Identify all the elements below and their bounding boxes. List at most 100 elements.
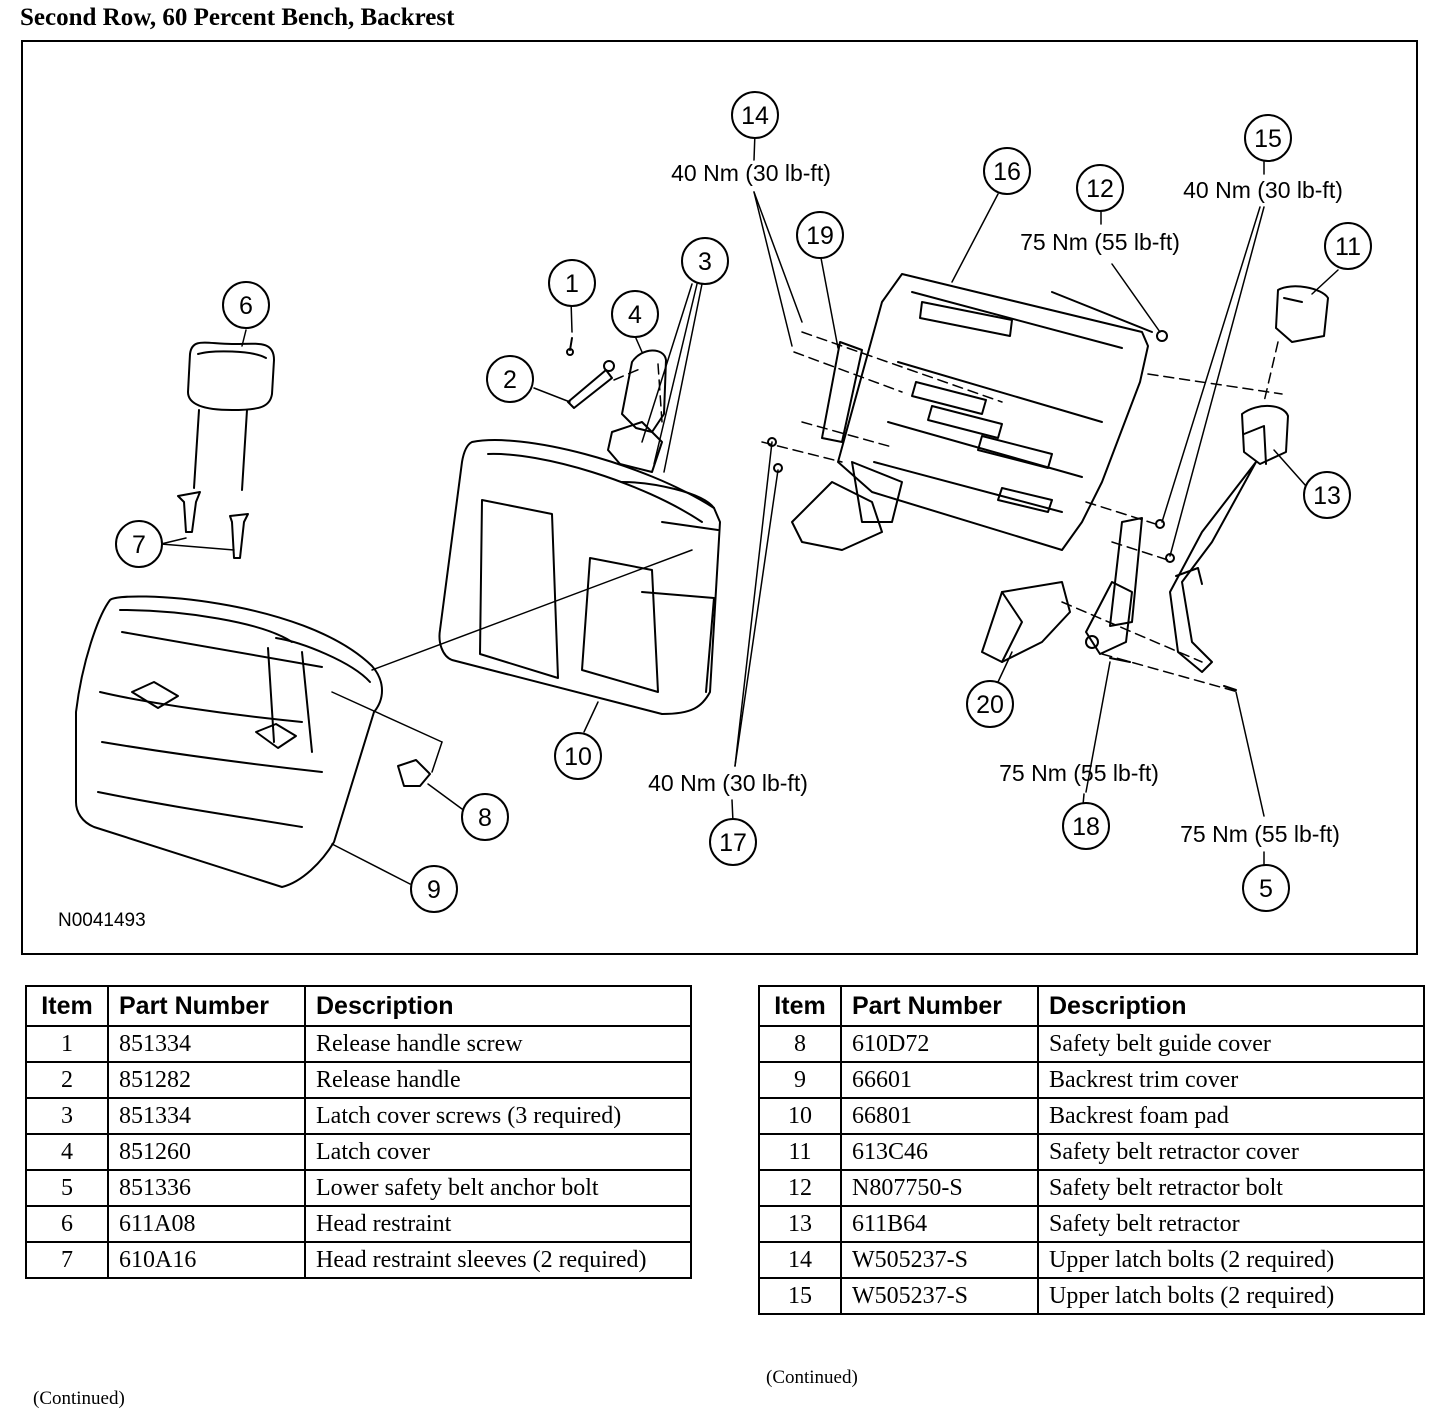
callout-number: 11 [1335, 233, 1361, 261]
belt-guide-cover-drawing [397, 759, 431, 787]
page-title: Second Row, 60 Percent Bench, Backrest [20, 4, 455, 31]
callout-2: 2 [486, 355, 534, 403]
part-number-cell: 851336 [107, 1169, 306, 1207]
callout-4: 4 [611, 290, 659, 338]
description-cell: Latch cover [304, 1133, 692, 1171]
item-number-cell: 8 [758, 1025, 842, 1063]
part-number-cell: 613C46 [840, 1133, 1039, 1171]
description-cell: Safety belt retractor cover [1037, 1133, 1425, 1171]
callout-number: 8 [478, 804, 492, 832]
description-cell: Upper latch bolts (2 required) [1037, 1241, 1425, 1279]
part-number-cell: 610A16 [107, 1241, 306, 1279]
callout-number: 7 [132, 531, 146, 559]
torque-group: 40 Nm (30 lb-ft)40 Nm (30 lb-ft)75 Nm (5… [648, 160, 1343, 847]
continued-note: (Continued) [766, 1367, 858, 1388]
latch-cover-drawing [607, 349, 667, 473]
item-number-cell: 1 [25, 1025, 109, 1063]
callout-number: 19 [806, 222, 834, 250]
item-number-cell: 11 [758, 1133, 842, 1171]
callout-17: 17 [709, 818, 757, 866]
part-number-cell: N807750-S [840, 1169, 1039, 1207]
part-number-cell: 611A08 [107, 1205, 306, 1243]
description-cell: Backrest foam pad [1037, 1097, 1425, 1135]
callout-16: 16 [983, 147, 1031, 195]
callout-9: 9 [410, 865, 458, 913]
part-number-cell: 851334 [107, 1025, 306, 1063]
item-number-cell: 7 [25, 1241, 109, 1279]
retractor-cover-drawing [1275, 285, 1329, 343]
callout-number: 16 [993, 158, 1021, 186]
callout-number: 17 [719, 829, 747, 857]
column-header-item: Item [758, 985, 842, 1027]
callout-number: 3 [698, 248, 712, 276]
description-cell: Safety belt retractor bolt [1037, 1169, 1425, 1207]
description-cell: Safety belt retractor [1037, 1205, 1425, 1243]
hinge-drawing [1085, 581, 1133, 655]
item-number-cell: 4 [25, 1133, 109, 1171]
torque-label: 75 Nm (55 lb-ft) [1020, 229, 1180, 255]
callout-number: 13 [1313, 482, 1341, 510]
lower-bracket-drawing [981, 581, 1071, 663]
callout-15: 15 [1244, 114, 1292, 162]
callout-number: 12 [1086, 175, 1114, 203]
callout-6: 6 [222, 281, 270, 329]
column-header-description: Description [1037, 985, 1425, 1027]
part-number-cell: 851334 [107, 1097, 306, 1135]
description-cell: Head restraint sleeves (2 required) [304, 1241, 692, 1279]
description-cell: Safety belt guide cover [1037, 1025, 1425, 1063]
assembly-paths [613, 331, 1283, 693]
item-number-cell: 2 [25, 1061, 109, 1099]
part-number-cell: 66801 [840, 1097, 1039, 1135]
column-header-part-number: Part Number [107, 985, 306, 1027]
backrest-frame-drawing [791, 273, 1153, 627]
callout-number: 6 [239, 292, 253, 320]
leader-lines [160, 131, 1339, 885]
part-number-cell: W505237-S [840, 1277, 1039, 1315]
callout-number: 14 [741, 102, 769, 130]
column-header-part-number: Part Number [840, 985, 1039, 1027]
callout-19: 19 [796, 211, 844, 259]
part-number-cell: 851282 [107, 1061, 306, 1099]
description-cell: Upper latch bolts (2 required) [1037, 1277, 1425, 1315]
item-number-cell: 5 [25, 1169, 109, 1207]
torque-label: 40 Nm (30 lb-ft) [1183, 177, 1343, 203]
callout-11: 11 [1324, 222, 1372, 270]
callout-number: 20 [976, 691, 1004, 719]
callout-number: 18 [1072, 813, 1100, 841]
callout-12: 12 [1076, 164, 1124, 212]
continued-note: (Continued) [33, 1388, 125, 1409]
table-header-row: Item Part Number Description [758, 985, 1425, 1027]
backrest-foam-pad-drawing [438, 439, 721, 715]
torque-label: 40 Nm (30 lb-ft) [671, 160, 831, 186]
description-cell: Head restraint [304, 1205, 692, 1243]
callout-13: 13 [1303, 471, 1351, 519]
part-number-cell: W505237-S [840, 1241, 1039, 1279]
description-cell: Backrest trim cover [1037, 1061, 1425, 1099]
column-header-item: Item [25, 985, 109, 1027]
callout-number: 1 [565, 270, 579, 298]
callout-14: 14 [731, 91, 779, 139]
description-cell: Release handle [304, 1061, 692, 1099]
part-number-cell: 851260 [107, 1133, 306, 1171]
item-number-cell: 15 [758, 1277, 842, 1315]
description-cell: Release handle screw [304, 1025, 692, 1063]
torque-label: 75 Nm (55 lb-ft) [999, 760, 1159, 786]
release-handle-drawing [566, 337, 615, 409]
figure-id: N0041493 [58, 910, 146, 931]
callout-10: 10 [554, 732, 602, 780]
callout-number: 10 [564, 743, 592, 771]
part-number-cell: 610D72 [840, 1025, 1039, 1063]
callout-number: 15 [1254, 125, 1282, 153]
